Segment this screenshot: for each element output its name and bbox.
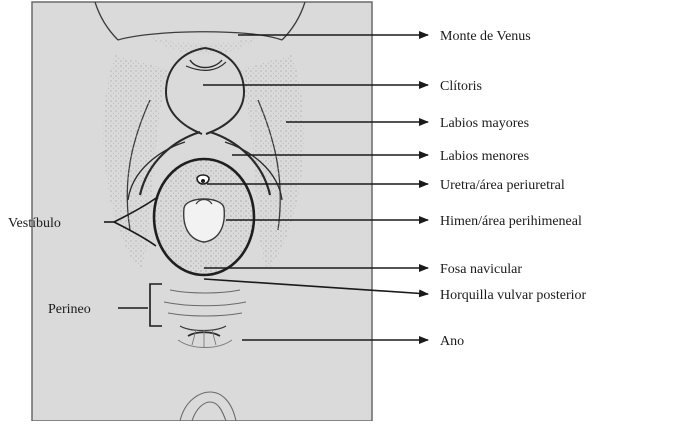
label-uretra: Uretra/área periuretral [440,178,565,193]
label-fosa-navicular: Fosa navicular [440,262,522,277]
label-ano: Ano [440,334,464,349]
label-labios-menores: Labios menores [440,149,529,164]
label-horquilla: Horquilla vulvar posterior [440,288,587,303]
label-clitoris: Clítoris [440,79,482,94]
label-labios-mayores: Labios mayores [440,116,529,131]
label-himen: Himen/área perihimeneal [440,214,582,229]
right-labels: Monte de Venus Clítoris Labios mayores L… [440,29,587,349]
label-vestibulo: Vestíbulo [8,216,61,231]
urethra-shape [197,175,209,184]
label-monte-venus: Monte de Venus [440,29,531,44]
label-perineo: Perineo [48,302,91,317]
